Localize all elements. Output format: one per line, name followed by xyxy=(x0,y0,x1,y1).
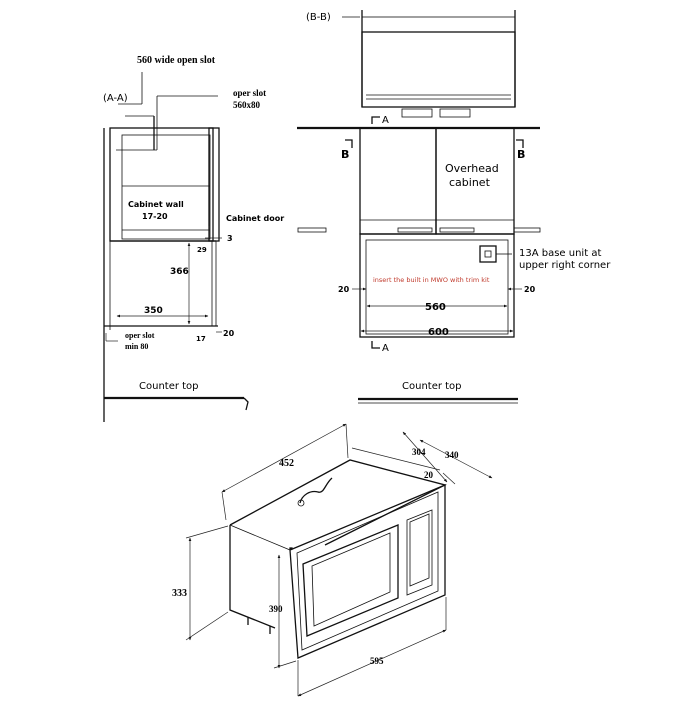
dim-17: 17 xyxy=(196,335,206,343)
cabinet-door-label: Cabinet door xyxy=(226,214,284,223)
dim-350: 350 xyxy=(144,306,163,316)
counter-top-left-label: Counter top xyxy=(139,381,199,392)
dim-20-right-b: 20 xyxy=(524,285,536,294)
dim-390: 390 xyxy=(269,604,283,614)
section-aa-label: (A-A) xyxy=(103,93,128,104)
dim-595: 595 xyxy=(370,656,384,666)
marker-a-bottom: A xyxy=(382,343,389,354)
section-bb-label: (B-B) xyxy=(306,12,331,23)
overhead-label-1: Overhead xyxy=(445,162,499,175)
marker-a-top: A xyxy=(382,115,389,126)
microwave-isometric xyxy=(185,423,493,697)
marker-b-left: B xyxy=(341,148,349,161)
dim-29: 29 xyxy=(197,246,207,254)
dim-20-left: 20 xyxy=(223,329,235,338)
section-bb-view xyxy=(342,10,516,118)
insert-note: insert the built in MWO with trim kit xyxy=(373,276,490,284)
dim-366: 366 xyxy=(170,267,189,277)
dim-452: 452 xyxy=(279,458,294,469)
oper-slot-bottom-label-2: min 80 xyxy=(125,342,148,351)
front-view xyxy=(297,116,541,404)
cabinet-wall-label-1: Cabinet wall xyxy=(128,200,184,209)
oper-slot-bottom-label-1: oper slot xyxy=(125,331,155,340)
oper-slot-top-label-2: 560x80 xyxy=(233,100,261,110)
marker-b-right: B xyxy=(517,148,525,161)
dim-304: 304 xyxy=(412,447,426,457)
overhead-label-2: cabinet xyxy=(449,176,491,189)
base-unit-label-2: upper right corner xyxy=(519,260,611,271)
open-slot-560-label: 560 wide open slot xyxy=(137,55,216,66)
dim-20-mwo: 20 xyxy=(424,470,434,480)
oper-slot-top-label-1: oper slot xyxy=(233,88,266,98)
dim-340: 340 xyxy=(445,450,459,460)
base-unit-label-1: 13A base unit at xyxy=(519,248,601,259)
dim-600: 600 xyxy=(428,327,449,338)
dim-333: 333 xyxy=(172,588,187,599)
section-aa-view xyxy=(103,72,249,422)
cabinet-wall-label-2: 17-20 xyxy=(142,212,168,221)
dim-3: 3 xyxy=(227,234,233,243)
dim-560: 560 xyxy=(425,302,446,313)
counter-top-right-label: Counter top xyxy=(402,381,462,392)
dim-20-right-a: 20 xyxy=(338,285,350,294)
